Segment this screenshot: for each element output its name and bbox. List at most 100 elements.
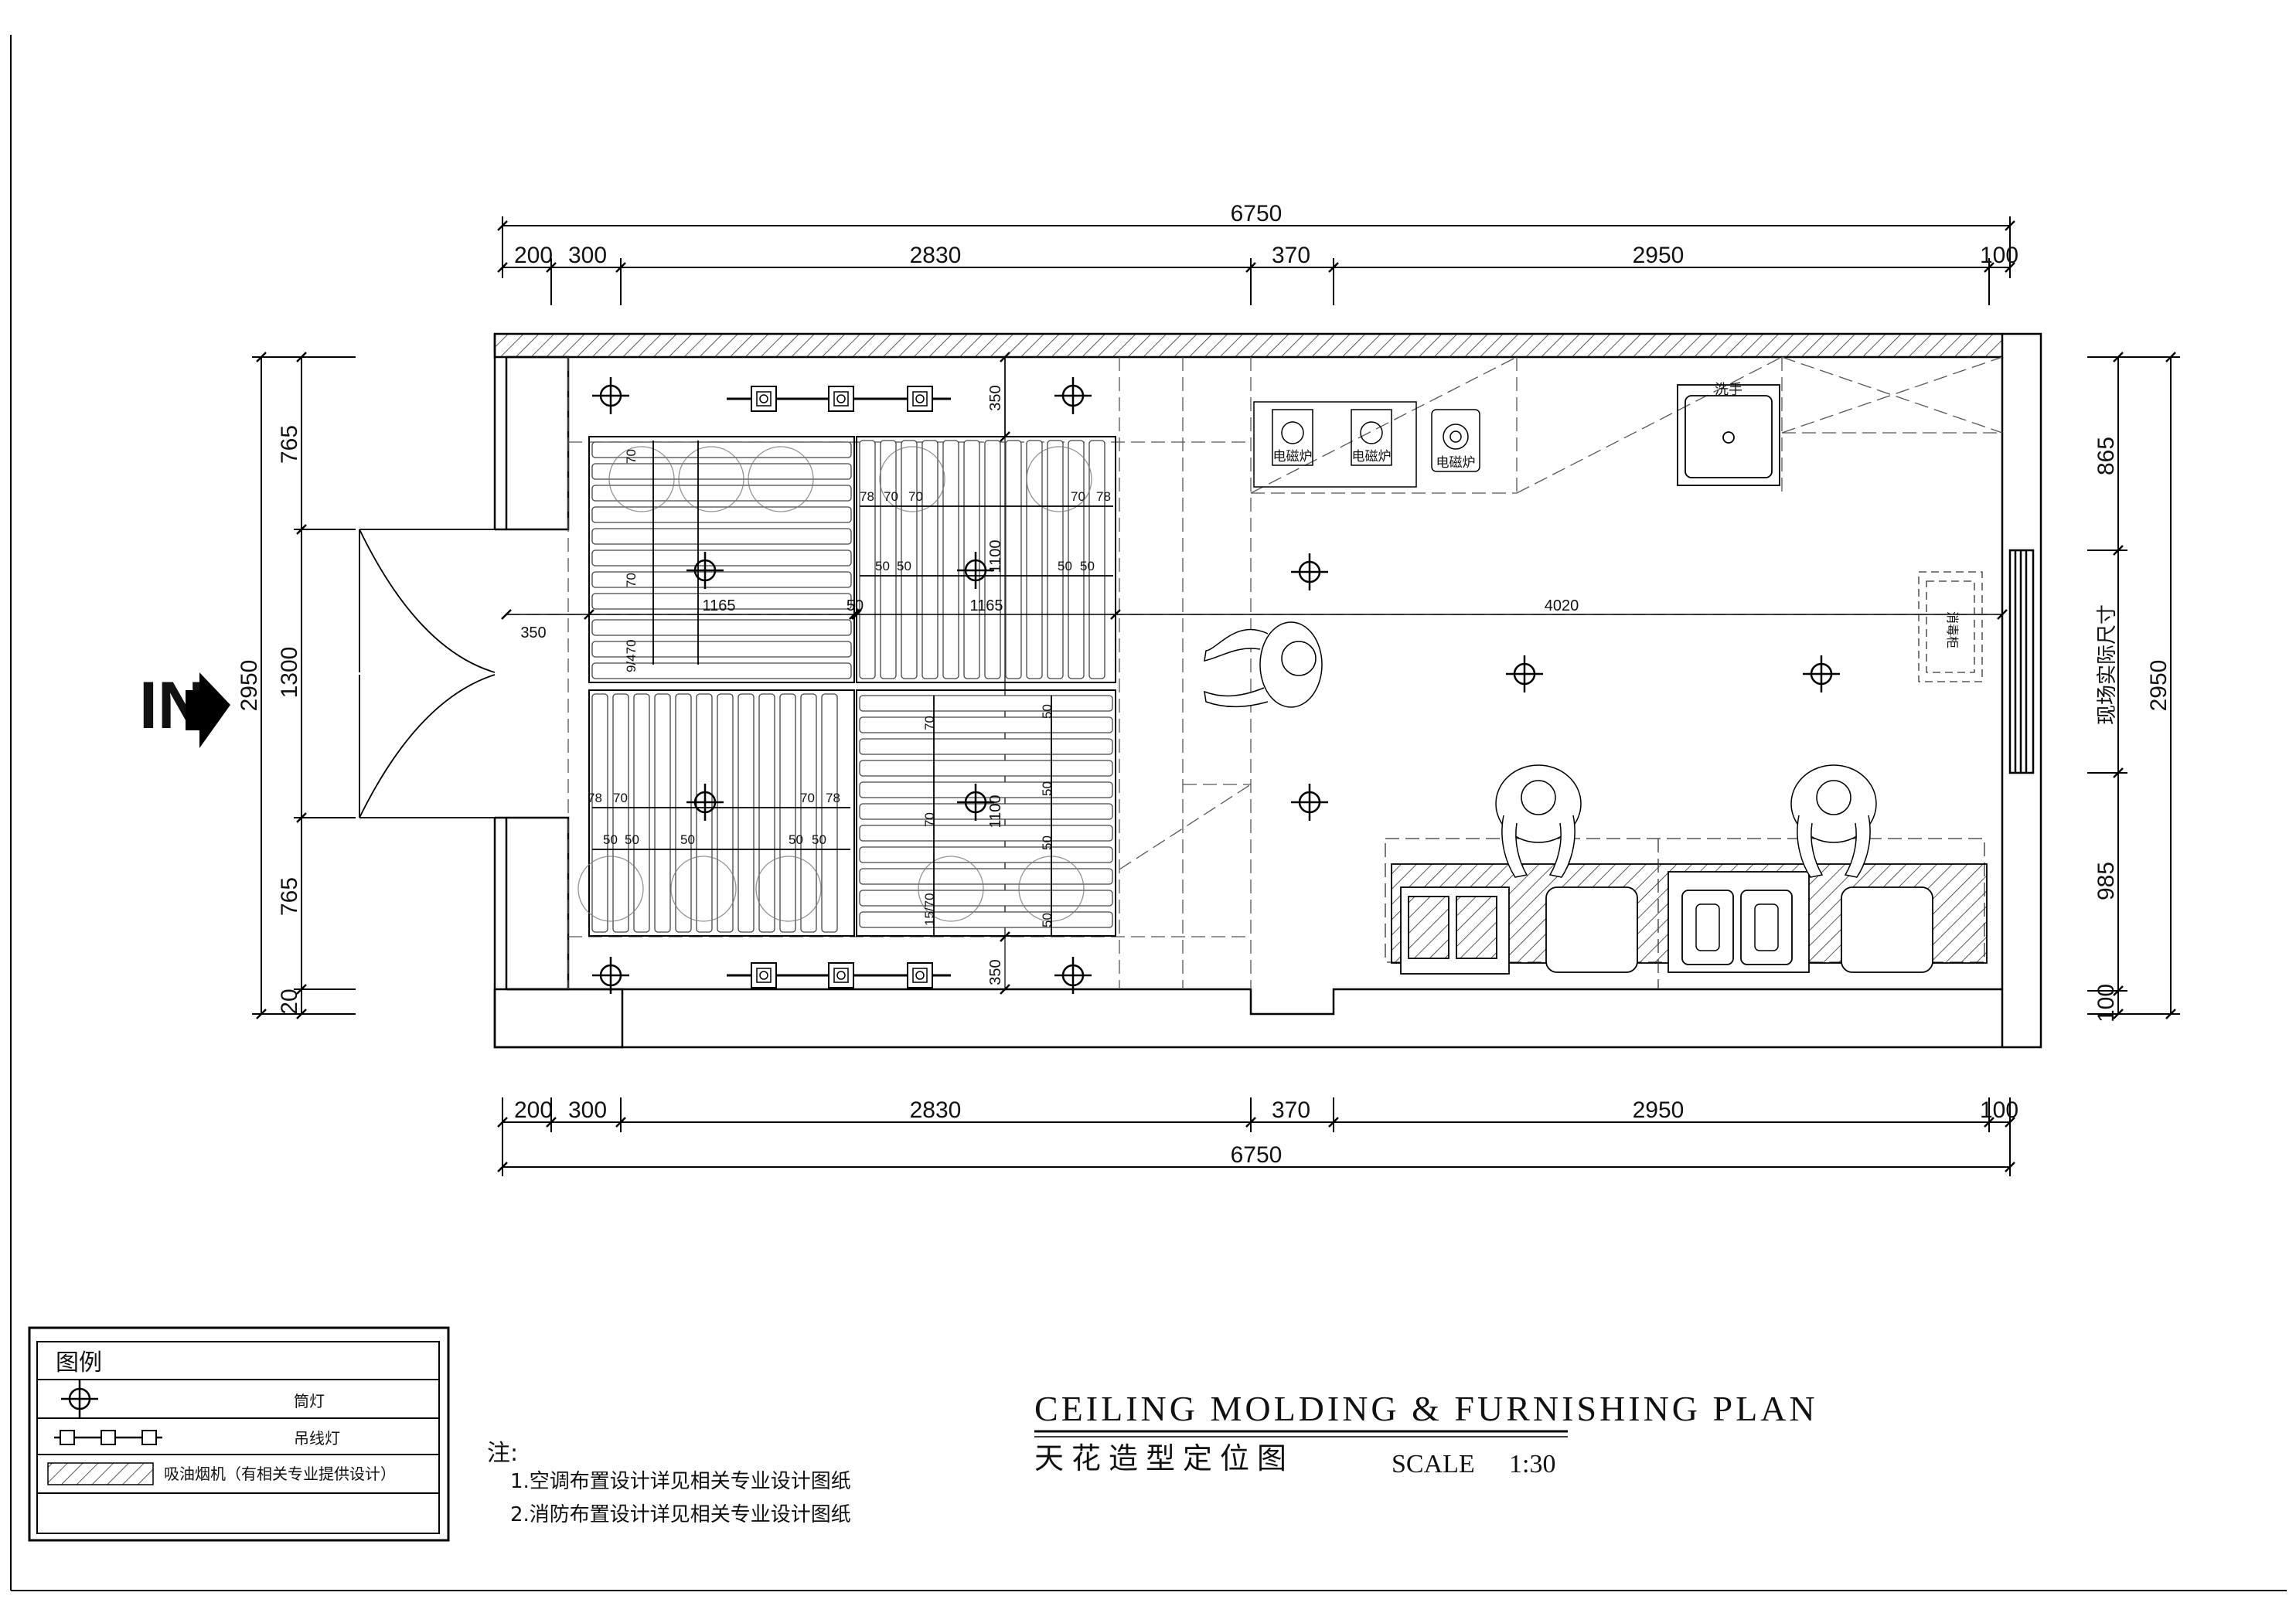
note-item: 1.空调布置设计详见相关专业设计图纸 <box>510 1470 851 1493</box>
slat-dimension-ticks <box>592 441 1113 935</box>
gap-label: 70 <box>922 716 937 730</box>
dim-top-seg-2: 300 <box>568 243 607 268</box>
title-english: CEILING MOLDING & FURNISHING PLAN <box>1034 1389 1818 1428</box>
person-figure <box>1790 764 1877 878</box>
legend-label-pendant: 吊线灯 <box>294 1429 340 1448</box>
dim-bottom-seg-4: 370 <box>1272 1097 1310 1123</box>
dim-interior-1100-a: 1100 <box>987 539 1004 573</box>
wall-unit-label: 消毒柜 <box>1945 611 1960 648</box>
note-item: 2.消防布置设计详见相关专业设计图纸 <box>510 1503 851 1526</box>
cooker-label: 电磁炉 <box>1436 455 1476 470</box>
dim-right-seg-3: 100 <box>2093 984 2119 1022</box>
dim-interior-350: 350 <box>520 624 546 641</box>
entrance-doors <box>359 529 496 818</box>
sink-label: 洗手 <box>1715 382 1742 398</box>
dim-interior-350-bottom: 350 <box>987 959 1004 985</box>
dim-bottom-seg-1: 200 <box>514 1097 553 1123</box>
cooker-label: 电磁炉 <box>1273 449 1313 464</box>
right-dimensions <box>2087 351 2180 1020</box>
gap-label: 70 <box>1071 489 1085 504</box>
dim-left-seg-2: 1300 <box>277 647 302 699</box>
pendant-lights-top <box>727 386 951 412</box>
gap-label: 70 <box>922 812 937 827</box>
downlight-icon <box>60 1379 100 1419</box>
gap-label: 15/70 <box>922 893 937 926</box>
gap-label: 70 <box>624 449 639 464</box>
dim-top-seg-4: 370 <box>1272 243 1310 268</box>
downlight-icon <box>1289 552 1330 592</box>
gap-label: 70 <box>884 489 898 504</box>
dim-interior-1165-b: 1165 <box>969 597 1003 614</box>
dim-bottom-seg-3: 2830 <box>910 1097 962 1123</box>
gap-label: 50 <box>875 559 890 573</box>
gap-label: 70 <box>908 489 923 504</box>
scale-label: SCALE <box>1392 1450 1475 1478</box>
legend-label-range-hood: 吸油烟机（有相关专业提供设计） <box>164 1465 396 1483</box>
pendant-light-icon <box>751 386 777 412</box>
cooker-label: 电磁炉 <box>1352 449 1392 464</box>
range-hood-icon <box>47 1462 154 1485</box>
gap-label: 9/470 <box>624 639 639 672</box>
legend-box: 图例 筒灯 吊线灯 吸油烟机（有相关专业提供设计） <box>28 1326 450 1542</box>
person-figure <box>1204 621 1323 708</box>
dim-left-total: 2950 <box>237 660 262 712</box>
slat-panels <box>588 436 1116 937</box>
notes-heading: 注: <box>487 1440 518 1467</box>
building-walls <box>493 332 2042 1049</box>
gap-label: 50 <box>1040 704 1054 719</box>
wall-unit <box>1918 571 1983 682</box>
dim-bottom-seg-2: 300 <box>568 1097 607 1123</box>
dim-left-seg-3: 765 <box>277 877 302 916</box>
gap-label: 50 <box>812 832 826 847</box>
slat-gap-labels: 78 70 70 70 78 50 50 50 50 78 70 70 78 5… <box>588 449 1111 927</box>
gap-label: 50 <box>1080 559 1095 573</box>
scale-value: 1:30 <box>1509 1450 1555 1478</box>
downlight-icon <box>1801 654 1841 694</box>
pendant-light-icon <box>828 962 854 988</box>
dim-top-seg-5: 2950 <box>1633 243 1685 268</box>
gap-label: 50 <box>1058 559 1072 573</box>
dim-right-seg-1: 865 <box>2093 437 2119 475</box>
dim-interior-1165-a: 1165 <box>702 597 735 614</box>
pendant-light-icon <box>751 962 777 988</box>
title-block: CEILING MOLDING & FURNISHING PLAN 天花造型定位… <box>1034 1389 1818 1478</box>
gap-label: 78 <box>860 489 874 504</box>
bottom-dimensions <box>496 1097 2016 1176</box>
gap-label: 70 <box>613 791 628 805</box>
pendant-light-icon <box>828 386 854 412</box>
gap-label: 50 <box>1040 781 1054 796</box>
gap-label: 70 <box>800 791 815 805</box>
cooking-counter <box>1385 838 1988 989</box>
dim-interior-350-top: 350 <box>987 385 1004 410</box>
entry-arrow: IN <box>139 669 230 748</box>
notes: 注: 1.空调布置设计详见相关专业设计图纸 2.消防布置设计详见相关专业设计图纸 <box>487 1440 851 1526</box>
wash-sink <box>1677 384 1780 486</box>
gap-label: 50 <box>1040 913 1054 927</box>
induction-cookers <box>1253 401 1480 488</box>
dim-interior-4020: 4020 <box>1545 597 1579 614</box>
dim-interior-1100-b: 1100 <box>987 794 1004 828</box>
dim-bottom-total: 6750 <box>1231 1142 1283 1168</box>
gap-label: 78 <box>588 791 602 805</box>
pendant-light-icon <box>907 386 933 412</box>
people-figures <box>1204 621 1877 878</box>
dim-top-seg-6: 100 <box>1980 243 2018 268</box>
legend-label-downlight: 筒灯 <box>294 1392 325 1410</box>
dim-left-seg-4: 20 <box>277 988 302 1014</box>
downlight-icon <box>1289 782 1330 822</box>
gap-label: 50 <box>789 832 803 847</box>
gap-label: 50 <box>897 559 911 573</box>
dim-top-total: 6750 <box>1231 201 1283 226</box>
top-dimensions <box>496 216 2016 305</box>
gap-label: 70 <box>624 573 639 587</box>
pendant-lights-bottom <box>727 962 951 988</box>
gap-label: 50 <box>625 832 639 847</box>
pendant-light-icon <box>907 962 933 988</box>
ghost-furniture <box>577 446 1092 922</box>
dim-right-note: 现场实际尺寸 <box>2096 604 2119 725</box>
dim-right-total: 2950 <box>2146 660 2172 712</box>
dim-top-seg-3: 2830 <box>910 243 962 268</box>
dim-bottom-seg-5: 2950 <box>1633 1097 1685 1123</box>
gap-label: 50 <box>603 832 618 847</box>
